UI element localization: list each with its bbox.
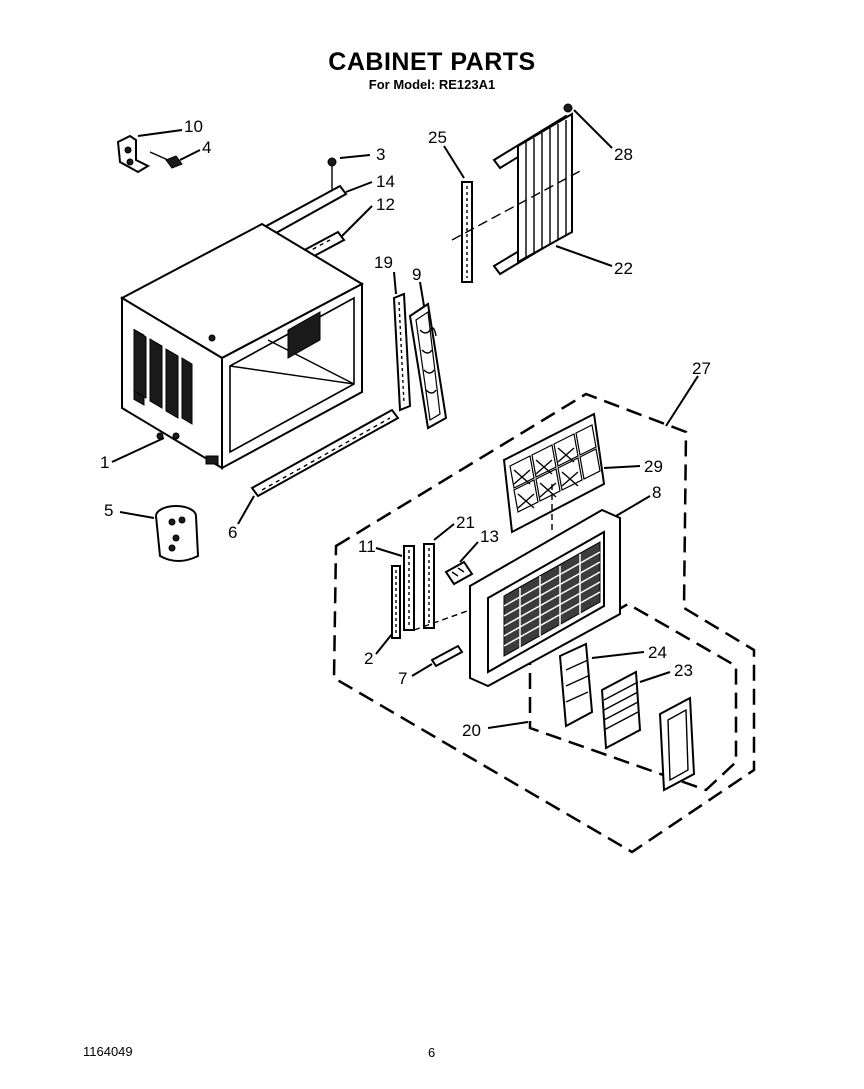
side-panel-handle (658, 696, 696, 792)
callout-2: 2 (364, 649, 373, 668)
part-11-strip (403, 545, 415, 631)
callout-20: 20 (462, 721, 481, 740)
callout-9: 9 (412, 265, 421, 284)
part-19-gasket (392, 292, 412, 412)
part-10-bracket (116, 134, 151, 174)
part-22-side-curtain (451, 112, 583, 276)
part-5-hardware-bag (155, 505, 200, 562)
leader-lines (111, 109, 699, 729)
callout-4: 4 (202, 138, 211, 157)
callout-28: 28 (614, 145, 633, 164)
part-23-louver (600, 670, 642, 750)
part-8-front-grille (469, 480, 621, 688)
part-13-pad (444, 560, 474, 586)
page-number: 6 (428, 1045, 436, 1060)
part-1-cabinet (119, 222, 365, 470)
document-number: 1164049 (83, 1044, 133, 1059)
callout-22: 22 (614, 259, 633, 278)
callout-12: 12 (376, 195, 395, 214)
callout-11: 11 (358, 537, 376, 556)
callout-24: 24 (648, 643, 667, 662)
part-9-filter (408, 302, 448, 430)
callout-5: 5 (104, 501, 113, 520)
callout-27: 27 (692, 359, 711, 378)
callout-6: 6 (228, 523, 237, 542)
callout-13: 13 (480, 527, 499, 546)
callout-8: 8 (652, 483, 661, 502)
callout-21: 21 (456, 513, 475, 532)
part-6-strip (250, 408, 400, 498)
part-21-strip (423, 543, 435, 629)
assembly-27-boundary (332, 392, 756, 854)
part-3-screw (327, 157, 337, 190)
assembly-20-boundary (528, 602, 738, 792)
part-29-filter (502, 412, 606, 534)
part-4-screw (149, 151, 183, 169)
part-2-strip (391, 565, 401, 639)
part-7-strip (430, 644, 464, 668)
callout-10: 10 (184, 117, 203, 136)
page-title: CABINET PARTS (328, 48, 536, 76)
model-subtitle: For Model: RE123A1 (368, 77, 496, 92)
callout-14: 14 (376, 172, 395, 191)
callout-25: 25 (428, 128, 447, 147)
callout-29: 29 (644, 457, 663, 476)
part-24-panel (558, 642, 594, 728)
callout-1: 1 (100, 453, 109, 472)
callout-23: 23 (674, 661, 693, 680)
callout-labels: 10 4 3 14 12 19 9 25 28 22 1 6 5 27 29 8… (100, 117, 711, 740)
callout-7: 7 (398, 669, 407, 688)
callout-3: 3 (376, 145, 385, 164)
part-28-screw (563, 103, 573, 113)
callout-19: 19 (374, 253, 393, 272)
